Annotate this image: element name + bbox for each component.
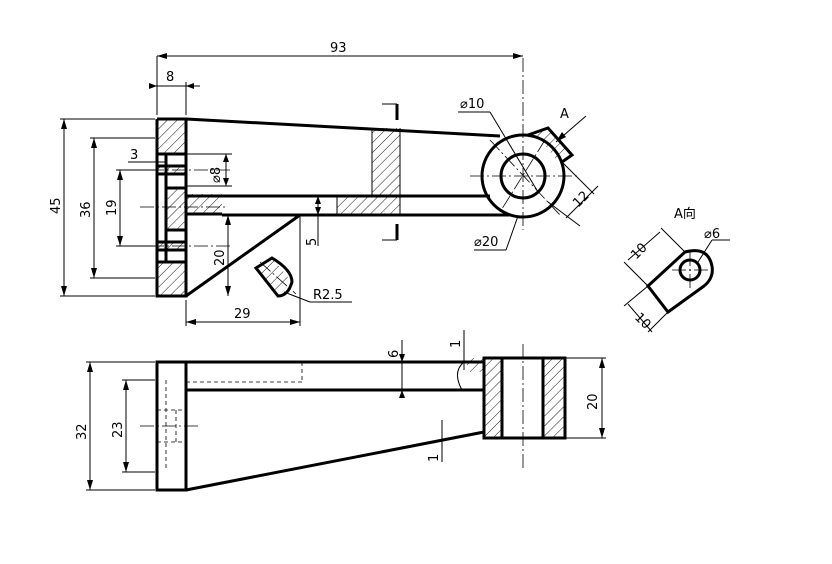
dim-base-width: 32 — [75, 423, 90, 440]
top-dimensions: 6 1 1 20 32 23 — [75, 330, 606, 491]
dim-flange-thickness: 8 — [166, 70, 174, 85]
dim-height-36: 36 — [79, 201, 94, 218]
dim-hole-offset: 3 — [130, 148, 138, 163]
dim-base-23: 23 — [111, 421, 126, 438]
front-section-hatching — [157, 119, 568, 296]
dim-top-depth: 6 — [387, 350, 402, 358]
dim-overall-length: 93 — [330, 41, 347, 56]
dim-total-height: 45 — [49, 197, 64, 214]
dim-boss-height: 20 — [586, 393, 601, 410]
dim-rib-length: 29 — [234, 307, 251, 322]
top-view: 6 1 1 20 32 23 — [75, 330, 606, 492]
view-a-hole: ⌀6 — [704, 227, 720, 242]
top-centerlines — [140, 344, 524, 470]
dim-boss-hole: ⌀10 — [460, 97, 484, 112]
dim-top-step: 1 — [449, 340, 464, 348]
view-a-label: A — [560, 107, 569, 122]
front-centerlines — [140, 58, 580, 295]
top-outline — [155, 356, 567, 492]
front-view: 93 8 3 ⌀8 45 — [49, 41, 599, 326]
dim-lug-width: 12 — [570, 189, 592, 211]
dim-rib-height: 20 — [213, 249, 228, 266]
top-section-hatching — [464, 358, 565, 438]
dim-boss-dia: ⌀20 — [474, 235, 498, 250]
view-a: A向 10 10 ⌀6 — [623, 206, 730, 333]
dim-fillet: R2.5 — [313, 288, 343, 303]
dim-hole-dia: ⌀8 — [209, 167, 224, 183]
dim-height-19: 19 — [105, 199, 120, 216]
dim-web-thickness: 5 — [305, 238, 320, 246]
view-a-title: A向 — [674, 206, 696, 222]
front-dimensions: 93 8 3 ⌀8 45 — [49, 41, 599, 326]
dim-bottom-step: 1 — [427, 454, 442, 462]
